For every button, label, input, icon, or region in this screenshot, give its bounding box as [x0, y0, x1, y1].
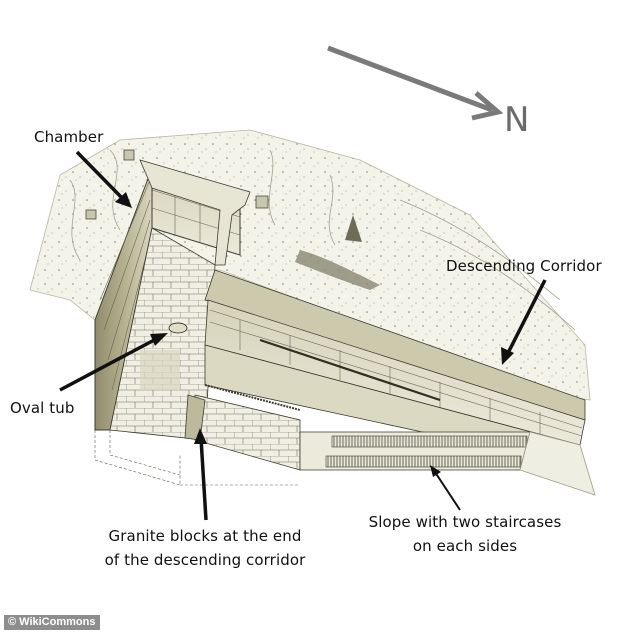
- label-granite-blocks-line2: of the descending corridor: [104, 551, 306, 569]
- label-slope-line2: on each sides: [412, 537, 518, 555]
- label-oval-tub: Oval tub: [10, 399, 75, 417]
- oval-tub-shape: [168, 322, 188, 334]
- arrow-chamber: [75, 150, 132, 208]
- callout-arrows: [59, 150, 547, 521]
- label-slope: Slope with two staircases on each sides: [355, 512, 575, 556]
- label-chamber: Chamber: [34, 128, 104, 146]
- arrow-granite-blocks: [194, 428, 208, 521]
- label-slope-line1: Slope with two staircases: [368, 513, 562, 531]
- north-arrow: [327, 45, 504, 121]
- arrow-oval-tub: [59, 333, 168, 392]
- label-granite-blocks-line1: Granite blocks at the end: [108, 527, 302, 545]
- north-label: N: [504, 100, 530, 140]
- arrow-descending-corridor: [501, 279, 547, 365]
- descending-corridor: [184, 269, 596, 496]
- image-credit: © WikiCommons: [4, 615, 101, 630]
- label-granite-blocks: Granite blocks at the end of the descend…: [90, 526, 320, 570]
- label-descending-corridor: Descending Corridor: [446, 257, 602, 275]
- arrow-slope: [430, 465, 461, 511]
